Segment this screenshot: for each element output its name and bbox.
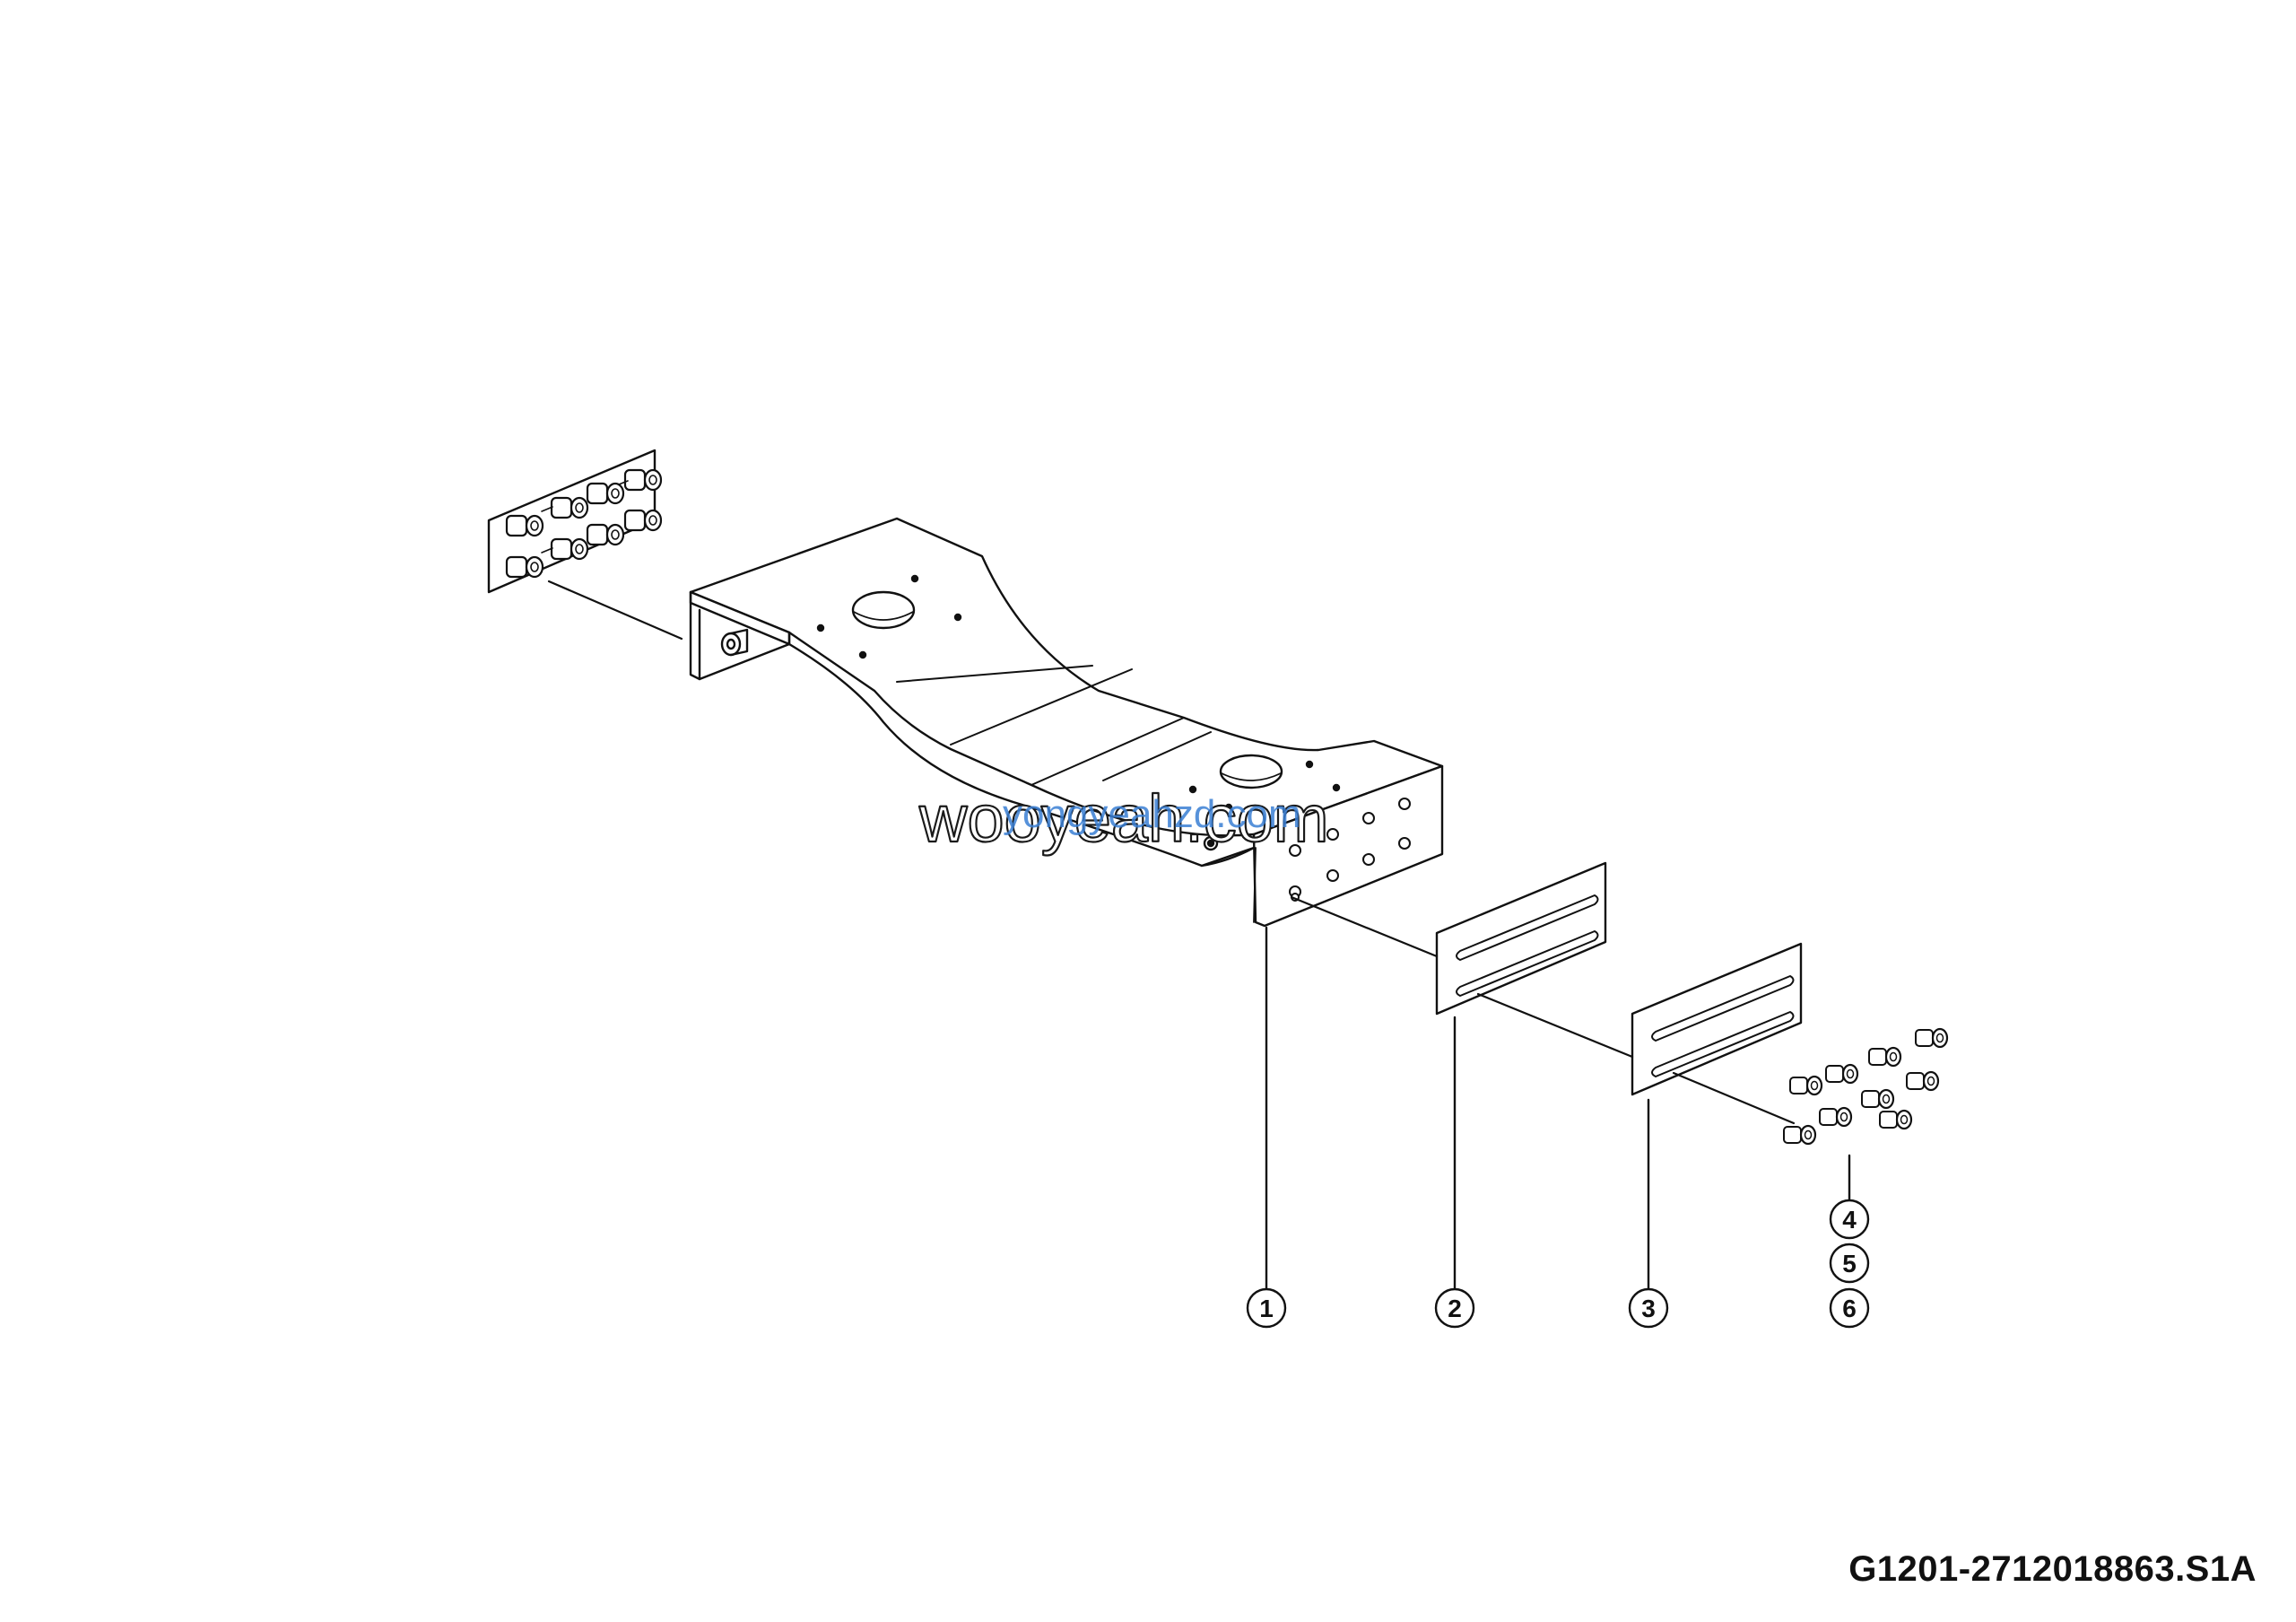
left-bolt-plate-assembly	[487, 449, 663, 594]
shim-plate-icon	[1435, 861, 1607, 1016]
hex-bolt-icon	[1867, 1046, 1902, 1068]
subframe-top-hole	[851, 590, 916, 630]
loose-bolts-group	[1782, 1027, 1949, 1146]
hex-bolt-icon	[623, 468, 663, 492]
svg-text:3: 3	[1641, 1295, 1656, 1322]
subframe-right-end-plate	[1252, 764, 1444, 928]
svg-text:4: 4	[1842, 1206, 1857, 1234]
hex-bolt-icon	[1860, 1088, 1895, 1110]
assembly-axis-lines	[547, 580, 1796, 1125]
hex-bolt-icon	[1818, 1106, 1853, 1128]
watermark-secondary: yongyeahzd.com	[1003, 792, 1301, 836]
watermark-primary: wooyeah.com	[918, 781, 1329, 856]
callout-1: 1	[1246, 1287, 1287, 1329]
hex-bolt-icon	[1824, 1063, 1859, 1085]
hex-bolt-icon	[1788, 1075, 1823, 1096]
hex-bolt-icon	[1905, 1070, 1940, 1092]
subframe-top-hole	[1219, 754, 1283, 789]
shim-plate-icon	[1631, 942, 1803, 1096]
callout-2: 2	[1434, 1287, 1475, 1329]
leader-lines	[1265, 926, 1851, 1290]
callout-3: 3	[1628, 1287, 1669, 1329]
shim-plate-3	[1631, 942, 1803, 1096]
left-boss-bolt	[720, 628, 749, 657]
svg-text:5: 5	[1842, 1250, 1857, 1278]
drawing-code-label: G1201-2712018863.S1A	[1848, 1549, 2257, 1589]
subframe-icon	[689, 517, 1444, 928]
callout-6: 6	[1829, 1287, 1870, 1329]
hex-bolt-icon	[550, 537, 589, 561]
callout-5: 5	[1829, 1243, 1870, 1284]
hex-bolt-icon	[586, 523, 625, 546]
callout-4: 4	[1829, 1199, 1870, 1240]
svg-text:2: 2	[1448, 1295, 1462, 1322]
hex-bolt-icon	[1782, 1124, 1817, 1146]
hex-bolt-icon	[550, 496, 589, 519]
hex-bolt-icon	[1878, 1109, 1913, 1130]
hex-bolt-icon	[505, 555, 544, 579]
svg-text:1: 1	[1259, 1295, 1274, 1322]
hex-bolt-icon	[586, 482, 625, 505]
hex-bolt-icon	[1914, 1027, 1949, 1049]
svg-text:6: 6	[1842, 1295, 1857, 1322]
hex-bolt-icon	[505, 514, 544, 537]
hex-bolt-icon	[623, 509, 663, 532]
shim-plate-2	[1435, 861, 1607, 1016]
